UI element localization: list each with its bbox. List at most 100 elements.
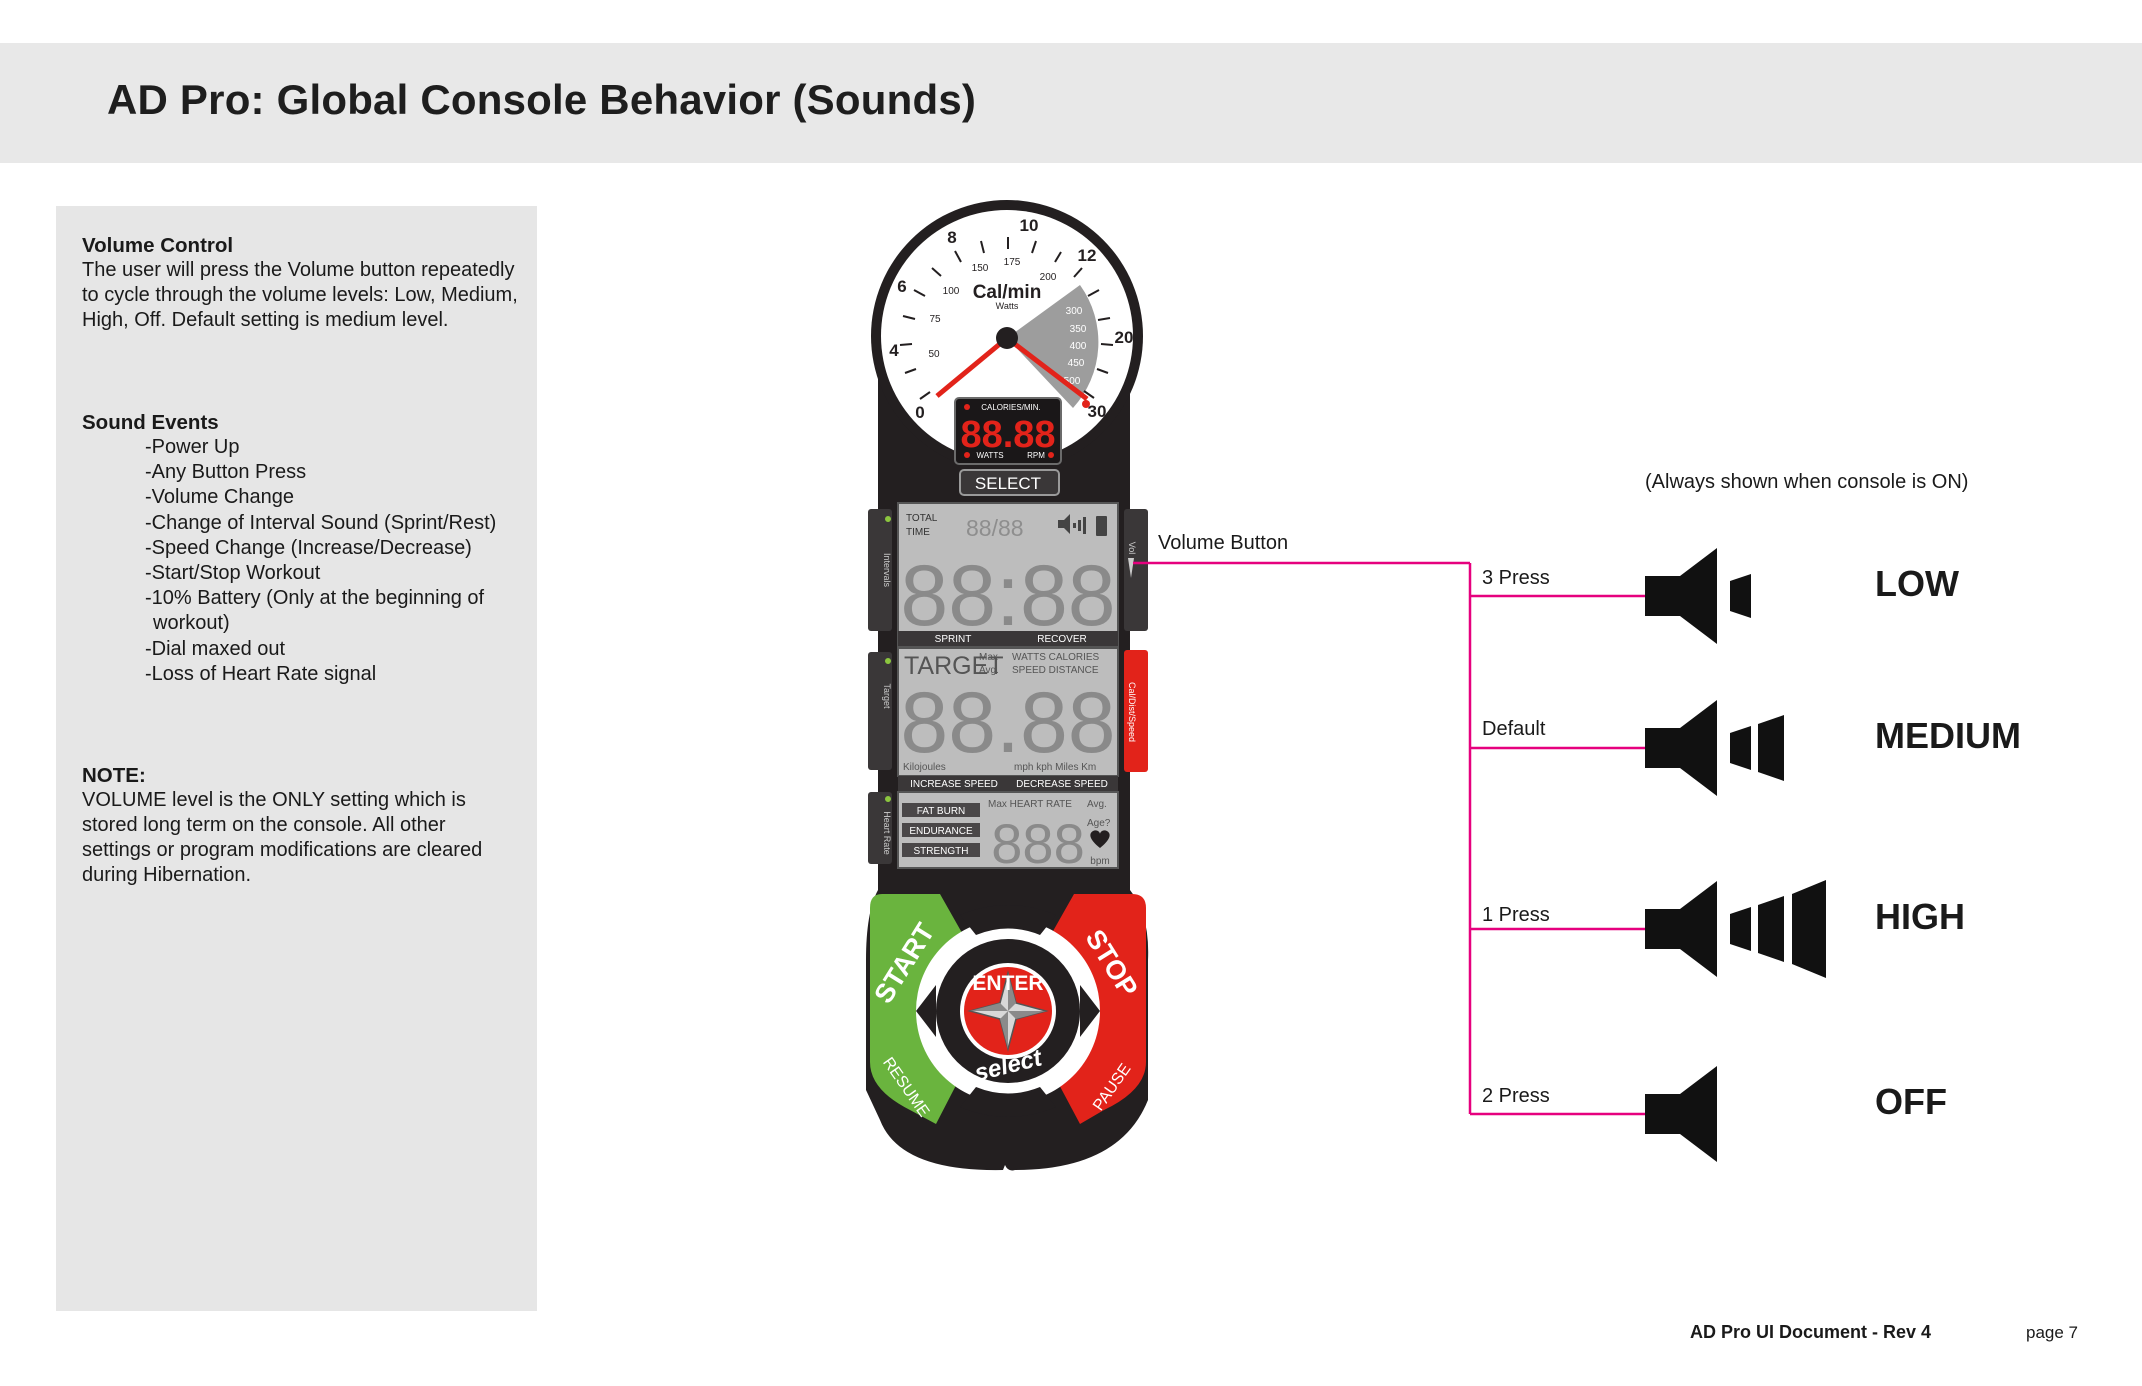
strength-label: STRENGTH <box>914 846 969 857</box>
decrease-speed-label: DECREASE SPEED <box>1016 779 1108 790</box>
led-top-label: CALORIES/MIN. <box>981 403 1041 412</box>
speaker-icon <box>1645 881 1717 977</box>
sound-event-item: workout) <box>153 612 230 635</box>
kilojoules-label: Kilojoules <box>903 762 946 773</box>
press-label: 3 Press <box>1482 567 1550 589</box>
gauge-label: 75 <box>929 314 941 325</box>
gauge-label: 200 <box>1040 272 1057 283</box>
pad-arrow-right[interactable] <box>1080 985 1100 1037</box>
connector-lines <box>1133 561 1660 1116</box>
gauge-label: 175 <box>1004 257 1021 268</box>
level-name: HIGH <box>1875 896 1965 937</box>
gauge-label: 450 <box>1068 358 1085 369</box>
lcd-total-label: TOTAL <box>906 513 938 524</box>
age-label: Age? <box>1087 818 1111 829</box>
power-gauge: 0 4 6 8 10 12 20 30 50 75 100 150 175 20… <box>871 200 1143 472</box>
led-digits: 88.88 <box>960 414 1055 456</box>
max-heart-rate-label: Max HEART RATE <box>988 799 1072 810</box>
side-button-heart-rate[interactable] <box>868 792 892 864</box>
gauge-label: 150 <box>972 263 989 274</box>
select-button-label: SELECT <box>975 474 1041 493</box>
pad-arrow-up[interactable] <box>960 905 1056 935</box>
sound-events-heading: Sound Events <box>82 411 219 434</box>
gauge-label: 400 <box>1070 341 1087 352</box>
gauge-inner-labels: 50 75 100 150 175 200 300 350 400 450 50… <box>928 257 1086 387</box>
target-label: TARGET <box>904 652 1004 680</box>
volume-bar-icon <box>1792 880 1826 978</box>
select-button[interactable]: SELECT <box>959 469 1060 496</box>
note-line: during Hibernation. <box>82 864 251 886</box>
level-row-off: 2 Press OFF <box>1482 1066 1947 1162</box>
led-right-label: RPM <box>1027 451 1045 460</box>
volume-bar-icon <box>1758 715 1784 781</box>
volume-bar-icon <box>1730 574 1751 618</box>
level-row-medium: Default MEDIUM <box>1482 700 2021 796</box>
sound-event-item: -Loss of Heart Rate signal <box>145 662 377 685</box>
led-readout: CALORIES/MIN. 88.88 WATTS RPM <box>954 397 1062 465</box>
level-name: LOW <box>1875 563 1959 604</box>
watts-calories-label: WATTS CALORIES <box>1012 652 1100 663</box>
volume-bar-icon <box>1758 896 1784 962</box>
level-name: OFF <box>1875 1081 1947 1122</box>
sound-event-item: -Power Up <box>145 436 240 458</box>
speaker-icon <box>1645 700 1717 796</box>
note-line: VOLUME level is the ONLY setting which i… <box>82 789 466 811</box>
heart-icon <box>1090 830 1110 848</box>
side-label: Target <box>882 683 892 709</box>
pad-arrow-down[interactable] <box>960 1087 1056 1117</box>
gauge-label: 30 <box>1088 402 1107 421</box>
note-line: stored long term on the console. All oth… <box>82 814 446 836</box>
lcd-heart-rate: Heart Rate FAT BURN ENDURANCE STRENGTH M… <box>868 791 1119 875</box>
select-button-body[interactable] <box>959 469 1060 496</box>
gauge-label: 4 <box>889 341 899 360</box>
sound-event-item: -Speed Change (Increase/Decrease) <box>145 536 472 559</box>
speed-distance-label: SPEED DISTANCE <box>1012 665 1099 676</box>
lcd-small-digits: 88/88 <box>966 515 1024 541</box>
speaker-icon <box>1645 548 1717 644</box>
led-frame <box>954 397 1062 465</box>
recover-label: RECOVER <box>1037 634 1086 645</box>
gauge-label: 0 <box>915 403 924 422</box>
compass-star-shade <box>970 973 1046 1049</box>
sound-event-item: -Change of Interval Sound (Sprint/Rest) <box>145 511 497 534</box>
page-title: AD Pro: Global Console Behavior (Sounds) <box>107 76 977 123</box>
console: 0 4 6 8 10 12 20 30 50 75 100 150 175 20… <box>866 200 1149 1171</box>
zone-tag <box>902 843 980 857</box>
side-button-volume[interactable] <box>1124 509 1148 631</box>
level-row-high: 1 Press HIGH <box>1482 880 1965 978</box>
side-label: Vol <box>1127 542 1137 555</box>
sound-event-item: -Volume Change <box>145 486 294 509</box>
note-heading: NOTE: <box>82 764 146 787</box>
side-indicator <box>885 796 891 802</box>
zone-tag <box>902 823 980 837</box>
lcd-target: Target Cal/Dist/Speed TARGET Max Avg. WA… <box>868 647 1148 791</box>
description-panel <box>56 206 537 1311</box>
volume-arrow-icon <box>1128 558 1134 578</box>
gauge-label: 20 <box>1115 328 1134 347</box>
speaker-icon <box>1645 1066 1717 1162</box>
lcd-intervals: Intervals Vol TOTAL TIME 88/88 88:88 SPR… <box>868 502 1148 647</box>
gauge-unit-sublabel: Watts <box>996 301 1019 311</box>
fat-burn-label: FAT BURN <box>917 806 966 817</box>
increase-speed-label: INCREASE SPEED <box>910 779 998 790</box>
avg-label: Avg. <box>979 665 999 676</box>
gauge-label: 100 <box>943 286 960 297</box>
pad-arrow-left[interactable] <box>916 985 936 1037</box>
lcd-screen <box>897 647 1119 777</box>
volume-control-line: High, Off. Default setting is medium lev… <box>82 309 449 331</box>
lcd-screen <box>897 502 1119 647</box>
volume-control-section: Volume Control The user will press the V… <box>82 233 537 333</box>
level-name: MEDIUM <box>1875 715 2021 756</box>
side-button-intervals[interactable] <box>868 509 892 631</box>
sound-event-item: -10% Battery (Only at the beginning of <box>145 587 485 610</box>
side-button-cal-dist-speed[interactable] <box>1124 650 1148 772</box>
gauge-ticks <box>899 237 1114 400</box>
gauge-label: 10 <box>1020 216 1039 235</box>
gauge-label: 300 <box>1066 306 1083 317</box>
gauge-label: 6 <box>897 277 906 296</box>
side-button-target[interactable] <box>868 652 892 770</box>
sound-event-item: -Any Button Press <box>145 461 307 484</box>
led-indicator <box>1048 452 1054 458</box>
volume-bar-icon <box>1730 726 1751 770</box>
side-indicator <box>885 516 891 522</box>
